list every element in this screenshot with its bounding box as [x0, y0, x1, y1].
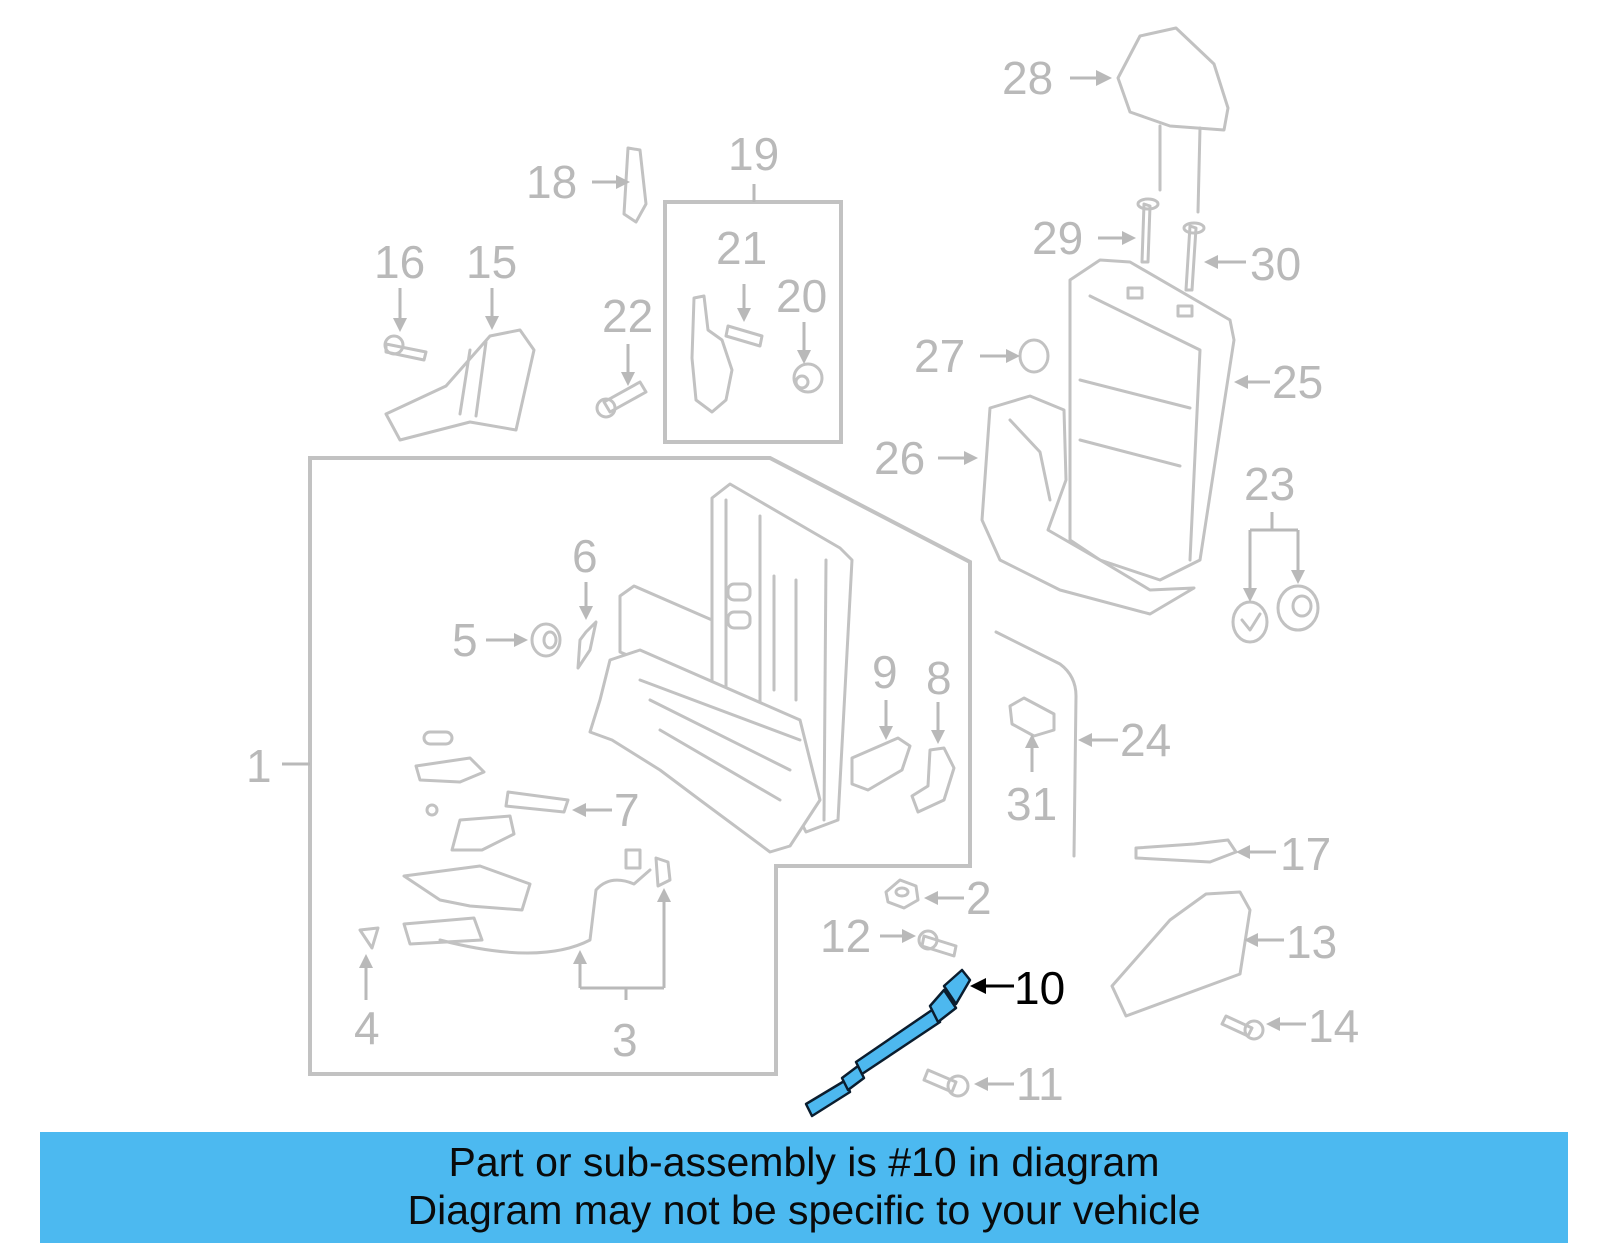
callout-4: 4 [354, 1002, 380, 1054]
part-16 [384, 342, 428, 362]
callout-9: 9 [872, 646, 898, 698]
callout-7: 7 [614, 784, 640, 836]
callout-28: 28 [1002, 52, 1053, 104]
callout-22: 22 [602, 290, 653, 342]
callout-29: 29 [1032, 212, 1083, 264]
part-27 [1018, 338, 1050, 374]
callout-23: 23 [1244, 458, 1295, 510]
callout-27: 27 [914, 330, 965, 382]
callout-24: 24 [1120, 714, 1171, 766]
leader-lines [282, 70, 1306, 1091]
part-29 [1140, 202, 1152, 264]
part-10-highlighted [804, 968, 972, 1118]
part-8 [910, 746, 956, 814]
callout-21: 21 [716, 222, 767, 274]
callout-18: 18 [526, 156, 577, 208]
part-20 [792, 362, 824, 394]
callout-20: 20 [776, 270, 827, 322]
callout-17: 17 [1280, 828, 1331, 880]
part-5 [530, 622, 562, 658]
callout-2: 2 [966, 872, 992, 924]
callout-31: 31 [1006, 778, 1057, 830]
part-26 [980, 394, 1196, 616]
callout-15: 15 [466, 236, 517, 288]
callout-16: 16 [374, 236, 425, 288]
part-21 [690, 294, 734, 414]
callout-3: 3 [612, 1014, 638, 1066]
caption-line-1: Part or sub-assembly is #10 in diagram [448, 1139, 1160, 1185]
callout-26: 26 [874, 432, 925, 484]
callout-10: 10 [1014, 962, 1065, 1014]
part-22 [602, 380, 648, 414]
part-11 [922, 1068, 958, 1094]
part-7-group [358, 730, 672, 955]
part-13 [1110, 890, 1252, 1018]
callout-1: 1 [246, 740, 272, 792]
callout-25: 25 [1272, 356, 1323, 408]
part-30 [1184, 224, 1198, 292]
part-25-seatback [1068, 258, 1236, 582]
part-15 [384, 328, 536, 442]
part-6 [576, 620, 598, 670]
part-24 [994, 630, 1078, 858]
arrowhead-10 [970, 978, 986, 994]
callout-5: 5 [452, 614, 478, 666]
callout-6: 6 [572, 530, 598, 582]
part-2 [884, 878, 920, 910]
part-28-headrest [1116, 26, 1230, 132]
part-23-right [1276, 584, 1320, 632]
part-12 [920, 934, 958, 958]
callout-labels: 1 2 3 4 5 6 7 8 9 10 11 12 13 14 15 16 1… [246, 52, 1359, 1110]
callout-19: 19 [728, 128, 779, 180]
part-17 [1134, 838, 1238, 864]
callout-12: 12 [820, 910, 871, 962]
callout-14: 14 [1308, 1000, 1359, 1052]
seat-frame-drawing [588, 482, 854, 854]
part-23-left [1231, 600, 1269, 644]
callout-11: 11 [1016, 1058, 1064, 1110]
part-31 [1008, 696, 1056, 738]
caption-banner: Part or sub-assembly is #10 in diagram D… [40, 1132, 1568, 1243]
callout-8: 8 [926, 652, 952, 704]
callout-30: 30 [1250, 238, 1301, 290]
callout-13: 13 [1286, 916, 1337, 968]
part-18 [622, 146, 648, 224]
assembly-box-1 [308, 456, 972, 1076]
caption-line-2: Diagram may not be specific to your vehi… [407, 1187, 1201, 1233]
part-9 [850, 736, 912, 792]
